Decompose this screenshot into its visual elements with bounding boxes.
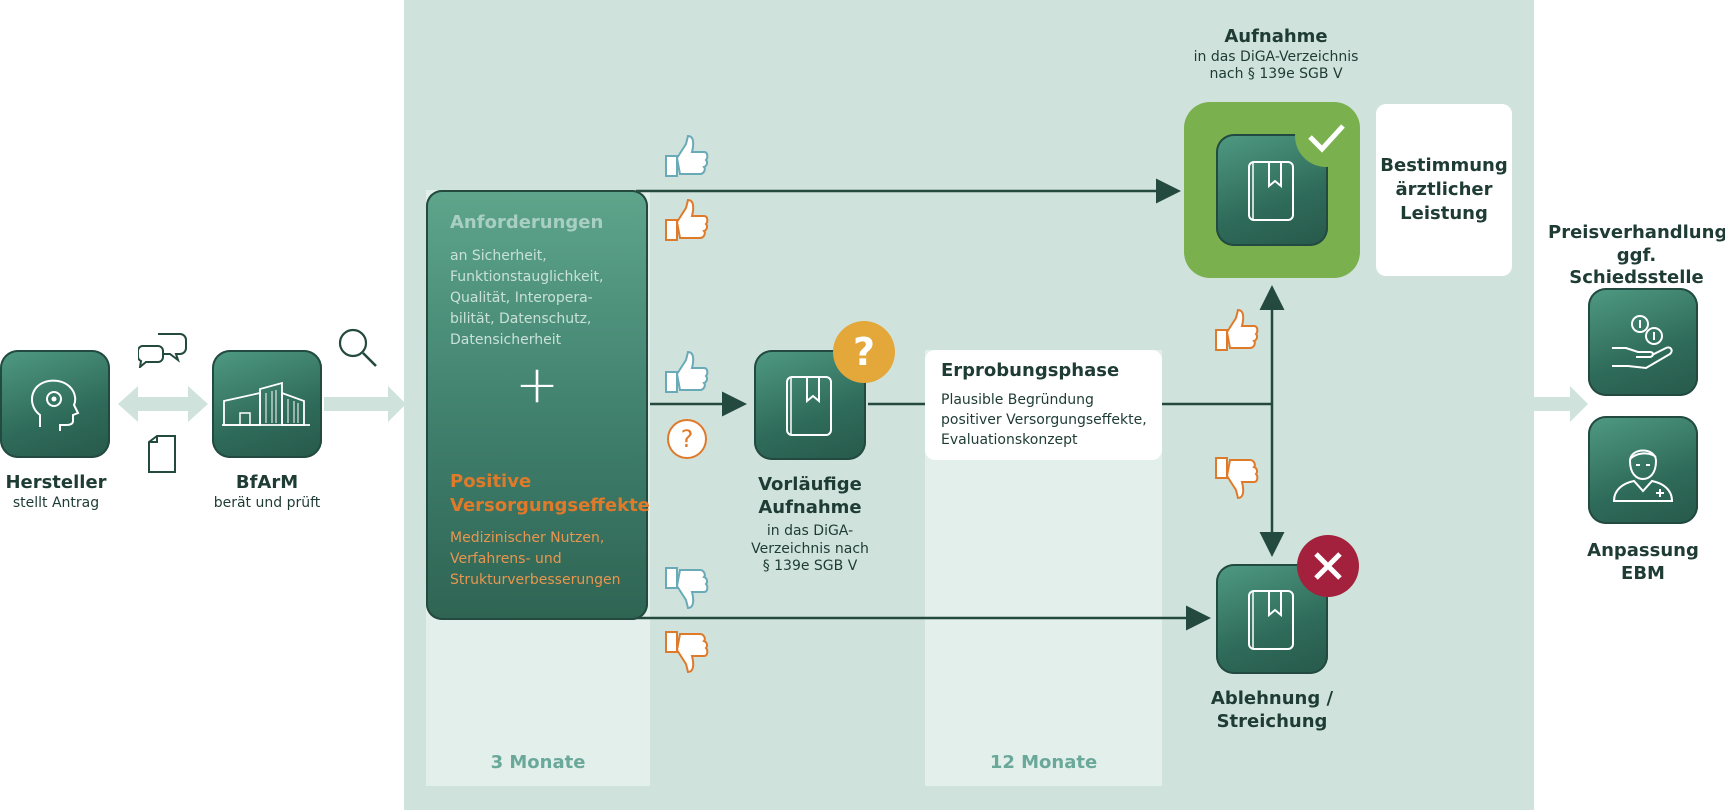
book-icon bbox=[1248, 590, 1294, 650]
price-negotiation-label: Preisverhandlung, ggf. Schiedsstelle bbox=[1548, 222, 1725, 288]
trial-text: Plausible Begründung positiver Versorgun… bbox=[941, 392, 1147, 448]
arrow-to-panel bbox=[324, 386, 406, 422]
plus-sign: + bbox=[515, 355, 559, 415]
manufacturer-tile bbox=[0, 350, 110, 458]
requirements-box: Anforderungen an Sicherheit, Funktionsta… bbox=[426, 190, 650, 620]
building-icon bbox=[222, 381, 310, 426]
magnifier-icon bbox=[338, 328, 377, 367]
coins-hand-icon bbox=[1612, 315, 1673, 370]
thumbs-down-icon bbox=[665, 567, 709, 610]
trial-card: Erprobungsphase Plausible Begründung pos… bbox=[925, 350, 1162, 460]
provisional-label: Vorläufige Aufnahme in das DiGA- Verzeic… bbox=[751, 474, 869, 574]
admission-label: Aufnahme in das DiGA-Verzeichnis nach § … bbox=[1193, 26, 1359, 82]
column-label-12-months: 12 Monate bbox=[989, 752, 1098, 773]
medical-service-card: Bestimmung ärztlicher Leistung bbox=[1376, 104, 1512, 276]
thumbs-up-icon bbox=[665, 350, 709, 393]
head-gear-icon bbox=[31, 379, 80, 431]
thumbs-down-icon bbox=[665, 631, 709, 674]
svg-text:?: ? bbox=[853, 330, 875, 374]
document-icon bbox=[148, 435, 176, 473]
chat-icon bbox=[138, 333, 187, 368]
thumbs-up-icon bbox=[1215, 308, 1259, 351]
ebm-label: Anpassung EBM bbox=[1587, 540, 1699, 584]
arrow-to-right bbox=[1534, 386, 1588, 422]
svg-text:?: ? bbox=[681, 425, 694, 453]
requirements-text: an Sicherheit, Funktionstauglichkeit, Qu… bbox=[450, 248, 604, 348]
cross-icon bbox=[1297, 535, 1359, 597]
trial-title: Erprobungsphase bbox=[941, 360, 1120, 381]
ebm-tile bbox=[1588, 416, 1698, 524]
book-icon bbox=[786, 376, 832, 436]
bfarm-label: BfArM berät und prüft bbox=[213, 472, 321, 511]
effects-text: Medizinischer Nutzen, Verfahrens- und St… bbox=[450, 530, 621, 588]
column-label-3-months: 3 Monate bbox=[490, 752, 586, 773]
effects-title: Positive Versorgungseffekte bbox=[450, 471, 650, 516]
manufacturer-label: Hersteller stellt Antrag bbox=[5, 472, 107, 511]
bfarm-tile bbox=[212, 350, 322, 458]
rejection-label: Ablehnung / Streichung bbox=[1210, 688, 1334, 732]
thumbs-down-icon bbox=[1215, 457, 1259, 500]
check-icon bbox=[1295, 105, 1357, 167]
price-negotiation-tile bbox=[1588, 288, 1698, 396]
double-arrow bbox=[118, 386, 208, 422]
question-icon: ? bbox=[667, 419, 707, 459]
requirements-title: Anforderungen bbox=[450, 212, 604, 233]
question-badge-icon: ? bbox=[833, 321, 895, 383]
thumbs-up-icon bbox=[665, 198, 709, 241]
medical-service-text: Bestimmung ärztlicher Leistung bbox=[1380, 155, 1508, 224]
book-icon bbox=[1248, 161, 1294, 221]
doctor-icon bbox=[1612, 449, 1674, 502]
thumbs-up-icon bbox=[665, 134, 709, 177]
